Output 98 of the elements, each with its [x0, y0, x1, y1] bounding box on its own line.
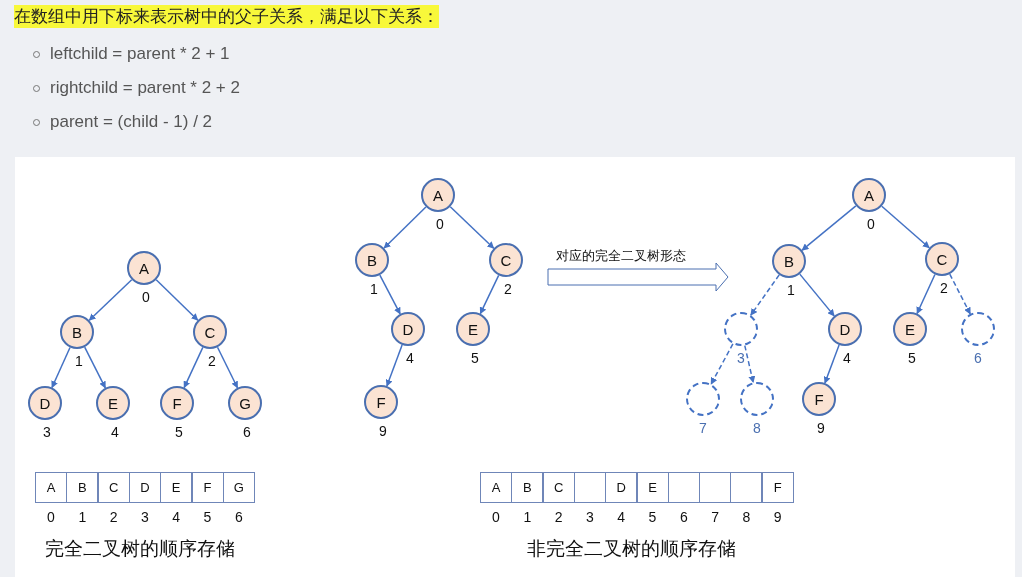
array-cell: E [636, 472, 669, 503]
index-label: 2 [108, 509, 119, 525]
index-label: 1 [522, 509, 533, 525]
node-letter: A [432, 187, 444, 204]
arrow [750, 274, 780, 316]
index-label: 4 [842, 350, 852, 366]
node-letter: F [813, 391, 825, 408]
formula-text: leftchild = parent * 2 + 1 [50, 44, 230, 64]
arrow [744, 344, 756, 384]
arrow [379, 274, 401, 315]
node-letter: D [401, 321, 415, 338]
array-cell: C [97, 472, 130, 503]
node-letter: F [375, 394, 387, 411]
node-letter: E [467, 321, 479, 338]
array-cell: C [542, 472, 575, 503]
node-letter: D [838, 321, 852, 338]
node-letter: F [171, 395, 183, 412]
array-cell: E [160, 472, 193, 503]
node-letter: D [38, 395, 52, 412]
index-label: 1 [74, 353, 84, 369]
index-label: 7 [710, 509, 720, 525]
node-letter: B [71, 324, 83, 341]
arrow [823, 344, 840, 384]
index-label: 5 [202, 509, 213, 525]
index-label: 0 [866, 216, 876, 232]
index-label: 7 [698, 420, 708, 436]
index-label: 0 [46, 509, 56, 525]
index-label: 4 [405, 350, 415, 366]
node-letter: C [499, 252, 513, 269]
arrow [183, 346, 204, 389]
index-label: 6 [973, 350, 983, 366]
index-label: 8 [741, 509, 752, 525]
formula-text: parent = (child - 1) / 2 [50, 112, 213, 132]
index-label: 6 [242, 424, 252, 440]
array-cell: D [128, 472, 161, 503]
caption-text: 非完全二叉树的顺序存储 [527, 537, 736, 561]
arrow [383, 206, 427, 249]
caption-text: 完全二叉树的顺序存储 [45, 537, 235, 561]
array-cell: F [191, 472, 224, 503]
arrow [949, 273, 971, 315]
node-letter: C [203, 324, 217, 341]
arrow [916, 273, 936, 315]
index-label: 2 [503, 281, 513, 297]
arrow [385, 344, 403, 387]
array-cell: A [35, 472, 67, 503]
node-letter: B [366, 252, 378, 269]
index-label: 9 [378, 423, 388, 439]
array-cell: D [605, 472, 638, 503]
index-label: 2 [553, 509, 564, 525]
arrow [479, 274, 500, 315]
formula-text: rightchild = parent * 2 + 2 [50, 78, 240, 98]
index-label: 1 [786, 282, 796, 298]
array-cell: G [222, 472, 255, 503]
index-label: 1 [369, 281, 379, 297]
arrow [88, 279, 133, 321]
index-label: 0 [435, 216, 445, 232]
node-letter: E [107, 395, 119, 412]
arrow [155, 279, 199, 321]
index-label: 2 [939, 280, 949, 296]
index-label: 6 [678, 509, 689, 525]
index-label: 4 [171, 509, 182, 525]
index-label: 4 [616, 509, 627, 525]
arrow [710, 343, 734, 385]
index-label: 0 [491, 509, 501, 525]
node-letter: A [863, 187, 875, 204]
index-label: 3 [585, 509, 595, 525]
arrow [799, 273, 835, 317]
arrow [449, 206, 495, 249]
node-letter: E [904, 321, 916, 338]
array-cell: B [66, 472, 99, 503]
index-label: 5 [174, 424, 184, 440]
arrow [801, 205, 857, 251]
node-letter: B [783, 253, 795, 270]
arrow-label: 对应的完全二叉树形态 [556, 247, 686, 265]
array-cell: F [761, 472, 794, 503]
array-cell: B [511, 472, 544, 503]
arrow [83, 346, 107, 389]
index-label: 9 [772, 509, 783, 525]
node-letter: G [238, 395, 252, 412]
index-label: 8 [752, 420, 762, 436]
index-label: 2 [207, 353, 217, 369]
node-letter: A [138, 260, 150, 277]
index-label: 3 [736, 350, 746, 366]
index-label: 0 [141, 289, 151, 305]
arrow [216, 346, 239, 389]
index-label: 5 [470, 350, 480, 366]
index-label: 1 [77, 509, 88, 525]
node-letter: C [935, 251, 949, 268]
index-label: 3 [42, 424, 52, 440]
index-label: 5 [907, 350, 917, 366]
arrow [881, 205, 930, 249]
index-label: 5 [647, 509, 658, 525]
index-label: 9 [816, 420, 826, 436]
index-label: 4 [110, 424, 120, 440]
arrow [51, 346, 71, 389]
index-label: 6 [233, 509, 244, 525]
array-cell: A [480, 472, 512, 503]
index-label: 3 [140, 509, 150, 525]
